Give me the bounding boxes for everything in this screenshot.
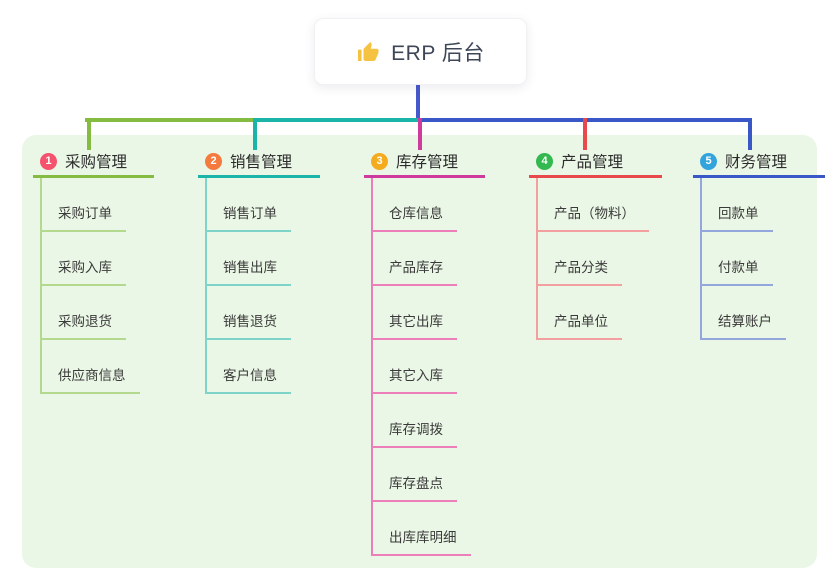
child-label: 回款单	[700, 202, 773, 232]
child-node[interactable]: 产品单位	[536, 286, 649, 340]
branch-column: 3 库存管理仓库信息产品库存其它出库其它入库库存调拨库存盘点出库库明细	[364, 147, 485, 556]
child-label: 库存调拨	[371, 418, 457, 448]
child-label: 销售退货	[205, 310, 291, 340]
child-label: 销售订单	[205, 202, 291, 232]
child-label: 产品分类	[536, 256, 622, 286]
child-node[interactable]: 销售退货	[205, 286, 291, 340]
child-node[interactable]: 仓库信息	[371, 178, 471, 232]
branch-column: 5 财务管理回款单付款单结算账户	[693, 147, 825, 340]
branch-drop-line	[418, 118, 422, 150]
child-node[interactable]: 回款单	[700, 178, 786, 232]
child-label: 付款单	[700, 256, 773, 286]
child-label: 采购退货	[40, 310, 126, 340]
child-node[interactable]: 采购入库	[40, 232, 140, 286]
child-label: 客户信息	[205, 364, 291, 394]
root-trunk-line	[416, 83, 420, 122]
branch-index-badge: 1	[40, 152, 57, 170]
branch-column: 4 产品管理产品（物料） 产品分类产品单位	[529, 147, 662, 340]
child-label: 其它入库	[371, 364, 457, 394]
child-node[interactable]: 其它出库	[371, 286, 471, 340]
child-node[interactable]: 采购订单	[40, 178, 140, 232]
root-node[interactable]: ERP 后台	[314, 18, 527, 85]
branch-rail-line	[85, 118, 253, 122]
mindmap-background-panel	[22, 135, 817, 568]
child-node[interactable]: 供应商信息	[40, 340, 140, 394]
child-label: 仓库信息	[371, 202, 457, 232]
child-label: 其它出库	[371, 310, 457, 340]
child-node[interactable]: 客户信息	[205, 340, 291, 394]
root-title: ERP 后台	[391, 41, 485, 65]
child-node[interactable]: 销售出库	[205, 232, 291, 286]
branch-label: 采购管理	[65, 154, 128, 171]
branch-label: 销售管理	[230, 154, 293, 171]
child-node[interactable]: 产品分类	[536, 232, 649, 286]
child-node[interactable]: 产品（物料）	[536, 178, 649, 232]
child-node[interactable]: 库存调拨	[371, 394, 471, 448]
branch-drop-line	[253, 118, 257, 150]
child-node[interactable]: 其它入库	[371, 340, 471, 394]
branch-node[interactable]: 5 财务管理	[693, 147, 825, 178]
branch-drop-line	[583, 118, 587, 150]
child-node[interactable]: 销售订单	[205, 178, 291, 232]
child-node[interactable]: 库存盘点	[371, 448, 471, 502]
branch-index-badge: 4	[536, 152, 553, 170]
branch-rail-line	[253, 118, 418, 122]
child-label: 供应商信息	[40, 364, 140, 394]
branch-column: 2 销售管理销售订单销售出库销售退货客户信息	[198, 147, 320, 394]
branch-spine-line	[40, 178, 42, 394]
child-node[interactable]: 付款单	[700, 232, 786, 286]
branch-index-badge: 2	[205, 152, 222, 170]
branch-node[interactable]: 1 采购管理	[33, 147, 154, 178]
branch-spine-line	[371, 178, 373, 556]
child-label: 出库库明细	[371, 526, 471, 556]
branch-label: 产品管理	[561, 154, 624, 171]
child-label: 采购入库	[40, 256, 126, 286]
child-label: 产品（物料）	[536, 202, 649, 232]
branch-label: 库存管理	[396, 154, 459, 171]
branch-index-badge: 3	[371, 152, 388, 170]
child-label: 产品单位	[536, 310, 622, 340]
branch-node[interactable]: 3 库存管理	[364, 147, 485, 178]
child-label: 库存盘点	[371, 472, 457, 502]
branch-node[interactable]: 2 销售管理	[198, 147, 320, 178]
child-label: 结算账户	[700, 310, 786, 340]
child-node[interactable]: 采购退货	[40, 286, 140, 340]
child-node[interactable]: 产品库存	[371, 232, 471, 286]
child-label: 采购订单	[40, 202, 126, 232]
child-node[interactable]: 出库库明细	[371, 502, 471, 556]
branch-spine-line	[536, 178, 538, 340]
branch-index-badge: 5	[700, 152, 717, 170]
child-label: 产品库存	[371, 256, 457, 286]
child-label: 销售出库	[205, 256, 291, 286]
branch-drop-line	[87, 118, 91, 150]
branch-node[interactable]: 4 产品管理	[529, 147, 662, 178]
branch-column: 1 采购管理采购订单采购入库采购退货供应商信息	[33, 147, 154, 394]
branch-spine-line	[205, 178, 207, 394]
thumbs-up-icon	[356, 40, 380, 64]
child-node[interactable]: 结算账户	[700, 286, 786, 340]
branch-label: 财务管理	[725, 154, 788, 171]
branch-drop-line	[748, 118, 752, 150]
branch-spine-line	[700, 178, 702, 340]
